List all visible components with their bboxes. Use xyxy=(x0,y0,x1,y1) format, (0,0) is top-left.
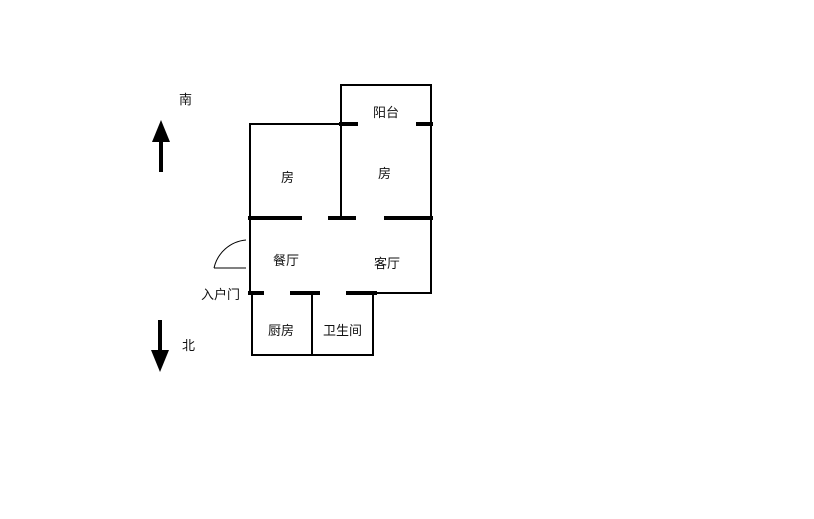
room-label-kitchen: 厨房 xyxy=(268,323,294,339)
room-label-dining: 餐厅 xyxy=(273,253,299,269)
north-arrow-icon xyxy=(151,320,169,372)
walls xyxy=(213,84,433,356)
room-label-bedroom-left: 房 xyxy=(281,170,294,186)
room-label-living: 客厅 xyxy=(374,256,400,272)
room-label-bedroom-right: 房 xyxy=(378,166,391,182)
north-label: 北 xyxy=(182,339,195,354)
room-label-balcony: 阳台 xyxy=(373,106,399,121)
south-arrow-icon xyxy=(152,120,170,172)
south-label: 南 xyxy=(179,92,192,108)
room-label-bathroom: 卫生间 xyxy=(323,324,362,339)
entrance-door-label: 入户门 xyxy=(201,287,240,303)
